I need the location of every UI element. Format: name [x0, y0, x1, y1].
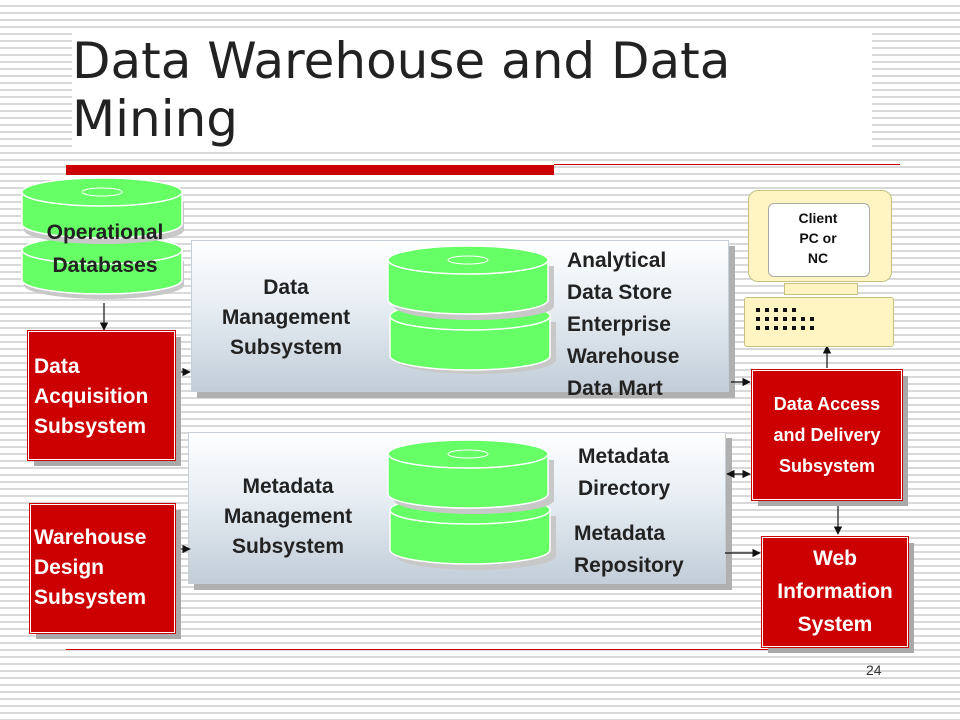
analytical-store-database-icon — [387, 245, 556, 374]
keyboard-icon — [744, 297, 894, 347]
client-label: Client PC or NC — [798, 210, 838, 266]
slide-title: Data Warehouse and Data Mining — [72, 32, 872, 148]
keyboard-keys — [754, 306, 824, 336]
title-underline-thin — [554, 164, 900, 165]
data-acquisition-label: Data Acquisition Subsystem — [34, 355, 149, 438]
client-screen — [768, 203, 870, 277]
metadata-database-icon — [387, 439, 556, 570]
warehouse-design-label: Warehouse Design Subsystem — [34, 526, 147, 609]
monitor-stand — [784, 283, 858, 295]
analytical-store-label: Analytical Data Store Enterprise Warehou… — [567, 249, 680, 400]
web-information-label: Web Information System — [777, 547, 893, 636]
metadata-repository-label: Metadata Repository — [574, 522, 684, 577]
warehouse-design-subsystem-box: Warehouse Design Subsystem — [29, 503, 176, 634]
title-underline-red — [66, 165, 554, 175]
flow-arrows — [99, 303, 843, 558]
data-access-label: Data Access and Delivery Subsystem — [773, 394, 881, 476]
operational-database-icon — [21, 177, 184, 299]
page-number: 24 — [866, 662, 882, 678]
data-management-label: Data Management Subsystem — [221, 276, 351, 359]
operational-databases-label: Operational Databases — [46, 221, 164, 277]
data-acquisition-subsystem-box: Data Acquisition Subsystem — [27, 330, 176, 461]
metadata-directory-label: Metadata Directory — [578, 445, 671, 500]
data-access-subsystem-box: Data Access and Delivery Subsystem — [751, 369, 903, 501]
footer-rule — [66, 649, 900, 650]
metadata-management-label: Metadata Management Subsystem — [223, 475, 353, 558]
web-information-system-box: Web Information System — [761, 536, 909, 648]
